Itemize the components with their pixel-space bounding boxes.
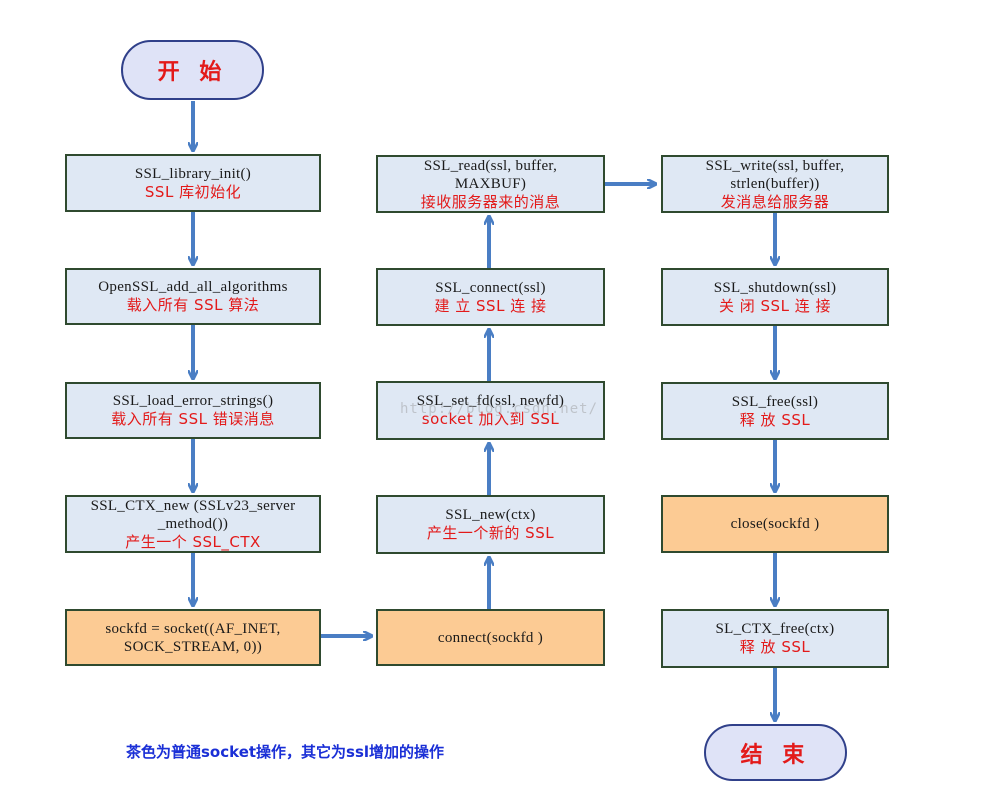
watermark: http://blog.csdn.net/ [400, 401, 599, 417]
step-note: 产生一个 SSL_CTX [125, 532, 261, 551]
end-label: 结 束 [740, 742, 811, 768]
step-code: SSL_new(ctx) [445, 507, 536, 523]
step-code: OpenSSL_add_all_algorithms [98, 279, 288, 295]
step-code-line1: SSL_write(ssl, buffer, [705, 157, 845, 174]
step-ssl-free: SSL_free(ssl) 释 放 SSL [661, 382, 889, 440]
legend-note: 茶色为普通socket操作，其它为ssl增加的操作 [126, 743, 445, 761]
step-code-line2: SOCK_STREAM, 0)) [123, 638, 263, 655]
step-shutdown: SSL_shutdown(ssl) 关 闭 SSL 连 接 [661, 268, 889, 326]
step-code: SSL_load_error_strings() [112, 393, 274, 409]
start-label: 开 始 [157, 60, 228, 85]
step-code-line2: MAXBUF) [454, 175, 527, 192]
step-note: 载入所有 SSL 错误消息 [111, 410, 275, 428]
step-code-line1: sockfd = socket((AF_INET, [105, 620, 281, 637]
step-note: SSL 库初始化 [144, 182, 242, 201]
step-note: 发消息给服务器 [720, 192, 830, 211]
step-code-line2: strlen(buffer)) [730, 175, 820, 192]
step-code: SSL_shutdown(ssl) [713, 279, 837, 296]
step-library-init: SSL_library_init() SSL 库初始化 [65, 154, 321, 212]
start-terminal: 开 始 [121, 40, 264, 100]
step-note: 接收服务器来的消息 [420, 192, 561, 211]
step-ctx-free: SL_CTX_free(ctx) 释 放 SSL [661, 609, 889, 668]
step-code: connect(sockfd ) [437, 629, 544, 646]
step-note: 释 放 SSL [739, 410, 811, 429]
step-note: socket 加入到 SSL [421, 410, 560, 428]
step-add-all-algorithms: OpenSSL_add_all_algorithms 载入所有 SSL 算法 [65, 268, 321, 325]
step-set-fd: SSL_set_fd(ssl, newfd) socket 加入到 SSL [376, 381, 605, 440]
step-socket: sockfd = socket((AF_INET, SOCK_STREAM, 0… [65, 609, 321, 666]
step-note: 建 立 SSL 连 接 [434, 296, 547, 315]
step-note: 载入所有 SSL 算法 [126, 296, 260, 314]
end-terminal: 结 束 [704, 724, 847, 781]
step-code: SSL_set_fd(ssl, newfd) [416, 393, 565, 409]
step-note: 释 放 SSL [739, 638, 811, 656]
step-code-line2: _method()) [157, 515, 229, 532]
step-code: SSL_free(ssl) [731, 393, 819, 410]
step-ssl-connect: SSL_connect(ssl) 建 立 SSL 连 接 [376, 268, 605, 326]
step-code: SSL_connect(ssl) [435, 279, 546, 296]
step-ssl-new: SSL_new(ctx) 产生一个新的 SSL [376, 495, 605, 554]
step-code: close(sockfd ) [730, 516, 820, 532]
step-load-error-strings: SSL_load_error_strings() 载入所有 SSL 错误消息 [65, 382, 321, 439]
step-code: SSL_library_init() [134, 165, 252, 182]
step-code: SL_CTX_free(ctx) [715, 621, 835, 637]
step-ctx-new: SSL_CTX_new (SSLv23_server _method()) 产生… [65, 495, 321, 553]
step-note: 关 闭 SSL 连 接 [719, 296, 831, 315]
step-note: 产生一个新的 SSL [426, 524, 555, 542]
step-ssl-write: SSL_write(ssl, buffer, strlen(buffer)) 发… [661, 155, 889, 213]
step-close: close(sockfd ) [661, 495, 889, 553]
step-code-line1: SSL_CTX_new (SSLv23_server [90, 497, 296, 514]
step-ssl-read: SSL_read(ssl, buffer, MAXBUF) 接收服务器来的消息 [376, 155, 605, 213]
step-connect: connect(sockfd ) [376, 609, 605, 666]
step-code-line1: SSL_read(ssl, buffer, [423, 157, 558, 174]
